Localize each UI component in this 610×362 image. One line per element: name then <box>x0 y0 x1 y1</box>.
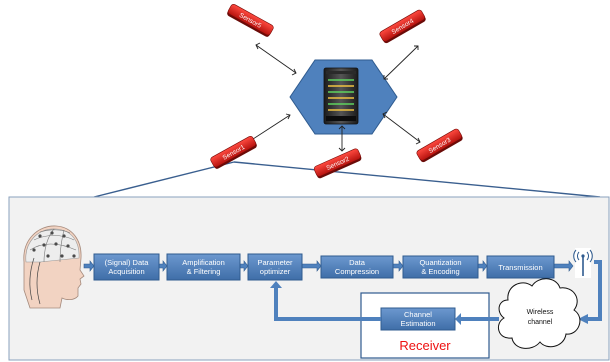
block-label: optimizer <box>260 267 291 276</box>
block-amplification-filtering: Amplification & Filtering <box>166 253 241 281</box>
arrow-into-param <box>270 281 282 288</box>
zoom-line-left <box>93 161 235 198</box>
arrow-into-cloud <box>578 314 588 324</box>
sensor-node-2[interactable]: Sensor2 <box>313 148 362 179</box>
arrow-head-to-acq <box>83 260 95 272</box>
link-sensor4 <box>383 45 419 80</box>
block-parameter-optimizer: Parameter optimizer <box>247 253 303 281</box>
block-label: Estimation <box>400 319 435 328</box>
link-sensor1 <box>249 113 291 143</box>
arrow-comp-to-quant <box>392 260 404 272</box>
cloud-label: channel <box>528 319 553 326</box>
arrow-quant-to-trans <box>477 260 488 272</box>
arrow-cloud-to-estimation <box>455 313 499 325</box>
link-sensor2 <box>338 125 346 152</box>
block-label: Data <box>349 258 366 267</box>
arrow-acq-to-amp <box>158 260 168 272</box>
block-signal-acquisition: (Signal) Data Acquisition <box>93 253 160 281</box>
pipeline-arrows <box>83 260 574 272</box>
link-antenna-down <box>586 260 602 321</box>
head-electrodes-icon <box>23 225 85 309</box>
server-icon <box>323 67 359 125</box>
zoom-line-right <box>233 161 601 198</box>
block-label: Channel <box>404 310 432 319</box>
block-label: Parameter <box>257 258 293 267</box>
sensor-node-3[interactable]: Sensor3 <box>416 128 464 163</box>
block-label: (Signal) Data <box>105 258 150 267</box>
hub <box>289 59 398 135</box>
sensor-node-5[interactable]: Sensor5 <box>226 3 274 38</box>
link-sensor5 <box>255 42 297 76</box>
block-data-compression: Data Compression <box>320 255 394 279</box>
block-label: Transmission <box>498 263 542 272</box>
arrow-trans-to-antenna <box>553 260 574 272</box>
cloud-label: Wireless <box>527 309 554 316</box>
block-transmission: Transmission <box>486 255 555 279</box>
arrow-param-to-comp <box>301 260 322 272</box>
wireless-channel-cloud: Wireless channel <box>497 278 581 349</box>
link-feedback <box>274 287 381 321</box>
receiver-label: Receiver <box>399 338 451 353</box>
antenna-icon <box>573 248 593 278</box>
block-label: & Filtering <box>187 267 221 276</box>
link-sensor3 <box>382 111 421 145</box>
sensor-node-1[interactable]: Sensor1 <box>210 135 258 170</box>
block-label: Compression <box>335 267 379 276</box>
block-label: & Encoding <box>421 267 459 276</box>
arrow-amp-to-param <box>239 260 249 272</box>
block-label: Amplification <box>182 258 225 267</box>
block-label: Acquisition <box>108 267 144 276</box>
block-channel-estimation: Channel Estimation <box>380 307 456 331</box>
sensor-links <box>249 42 421 152</box>
block-label: Quantization <box>419 258 461 267</box>
block-quantization-encoding: Quantization & Encoding <box>402 255 479 279</box>
sensor-node-4[interactable]: Sensor4 <box>379 9 427 44</box>
